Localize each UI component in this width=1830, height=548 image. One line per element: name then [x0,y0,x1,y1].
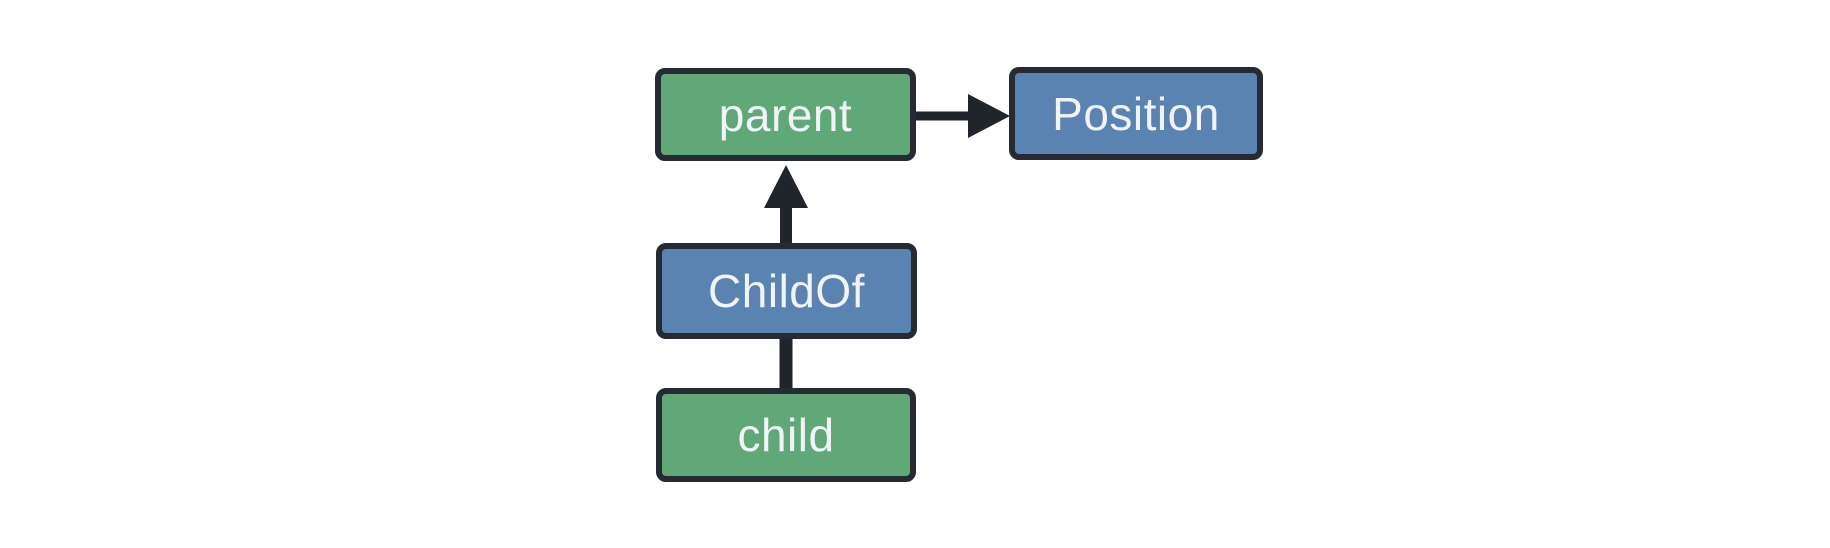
node-childof-label: ChildOf [708,265,865,317]
node-position-label: Position [1052,87,1220,140]
node-child: child [656,388,916,482]
node-childof: ChildOf [656,243,917,339]
edge-parent-to-position [916,94,1010,138]
node-parent-label: parent [718,88,853,141]
node-position: Position [1009,67,1263,160]
node-parent: parent [655,68,916,161]
edge-childof-to-parent [764,165,808,243]
node-child-label: child [737,409,835,461]
